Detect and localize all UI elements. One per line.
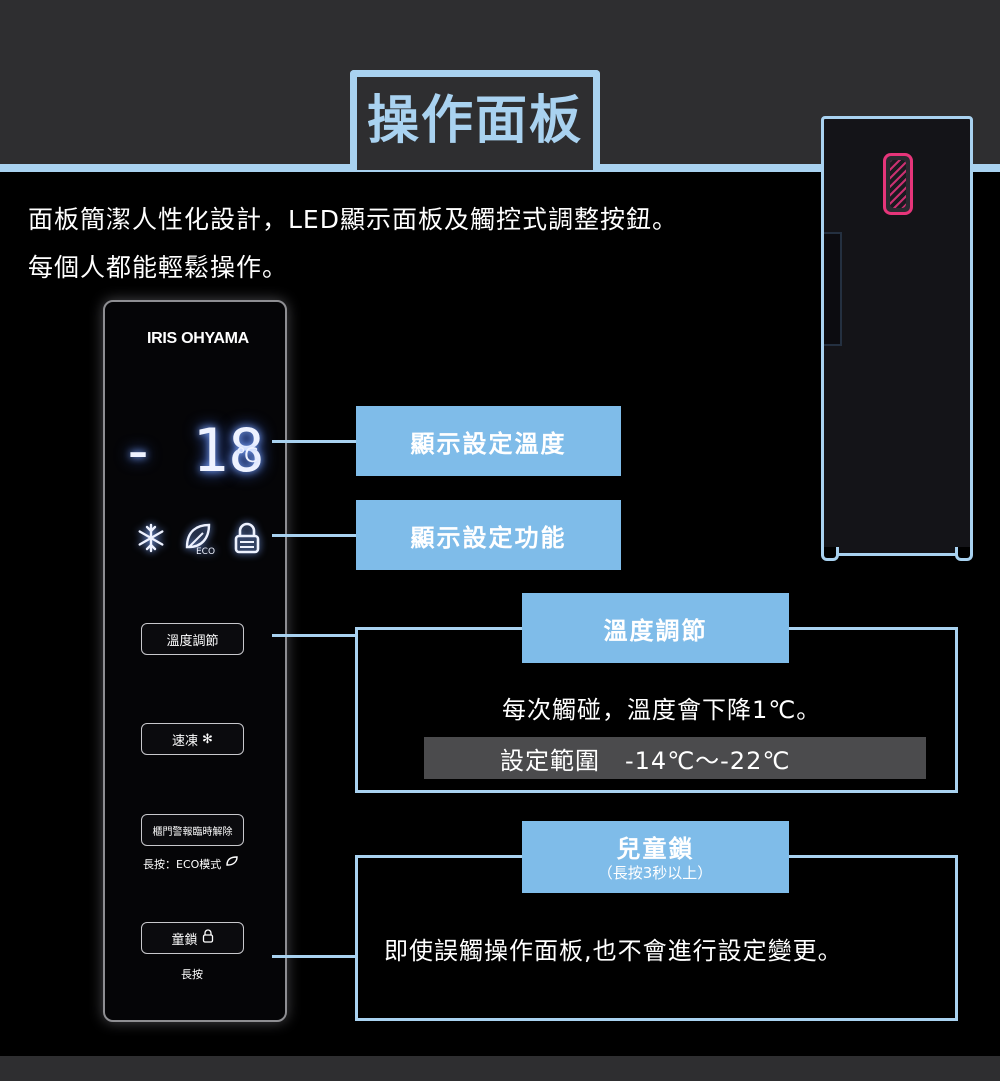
child-lock-sub: 長按 <box>181 968 203 981</box>
child-lock-title: 兒童鎖 <box>522 821 789 893</box>
child-lock-subtitle: （長按3秒以上） <box>597 864 713 882</box>
control-panel <box>103 300 287 1022</box>
child-lock-label: 童鎖 <box>171 932 198 948</box>
asterisk-icon: ✻ <box>202 731 213 747</box>
connector-child-lock <box>272 955 356 958</box>
svg-text:ECO: ECO <box>196 547 215 555</box>
brand-logo: IRIS OHYAMA <box>147 330 249 347</box>
callout-display-temp: 顯示設定溫度 <box>356 406 621 476</box>
status-icons: ECO <box>135 520 263 556</box>
eco-leaf-icon: ECO <box>183 520 215 556</box>
door-alarm-sub: 長按：ECO模式 <box>143 855 239 872</box>
connector-temp-adjust <box>272 634 356 637</box>
child-lock-desc: 即使誤觸操作面板,也不會進行設定變更。 <box>384 937 843 965</box>
fridge-foot-left <box>821 547 839 561</box>
temp-adjust-desc: 每次觸碰，溫度會下降1℃。 <box>502 696 822 724</box>
temp-adjust-title: 溫度調節 <box>522 593 789 663</box>
door-alarm-label: 櫃門警報臨時解除 <box>152 826 233 838</box>
quick-freeze-button[interactable]: 速凍 ✻ <box>141 723 244 755</box>
page-title: 操作面板 <box>366 91 583 151</box>
fridge-foot-right <box>955 547 973 561</box>
callout-display-function: 顯示設定功能 <box>356 500 621 570</box>
lock-icon <box>231 520 263 556</box>
eco-leaf-small-icon <box>225 856 239 871</box>
temperature-display: - 18 <box>120 418 265 484</box>
child-lock-button[interactable]: 童鎖 <box>141 922 244 954</box>
title-tab <box>350 70 600 170</box>
connector-temp-display <box>272 440 356 443</box>
door-alarm-button[interactable]: 櫃門警報臨時解除 <box>141 814 244 846</box>
snowflake-icon <box>135 520 167 556</box>
temp-unit: ℃ <box>236 443 259 467</box>
intro-line-1: 面板簡潔人性化設計，LED顯示面板及觸控式調整按鈕。 <box>28 205 678 234</box>
temp-sign: - <box>120 416 157 486</box>
intro-text: 面板簡潔人性化設計，LED顯示面板及觸控式調整按鈕。 每個人都能輕鬆操作。 <box>28 196 678 292</box>
temp-adjust-label: 溫度調節 <box>166 633 219 649</box>
temp-adjust-button[interactable]: 溫度調節 <box>141 623 244 655</box>
quick-freeze-label: 速凍 <box>172 733 199 749</box>
fridge-handle <box>824 232 842 346</box>
footer-band <box>0 1056 1000 1081</box>
door-alarm-sub-label: 長按：ECO模式 <box>143 858 222 871</box>
lock-small-icon <box>202 929 214 947</box>
fridge-control-panel <box>883 153 913 215</box>
temp-range: 設定範圍 -14℃～-22℃ <box>424 737 926 779</box>
intro-line-2: 每個人都能輕鬆操作。 <box>28 253 289 282</box>
connector-function-display <box>272 534 356 537</box>
temp-digits: 18 <box>192 416 265 486</box>
child-lock-title-text: 兒童鎖 <box>616 835 695 863</box>
